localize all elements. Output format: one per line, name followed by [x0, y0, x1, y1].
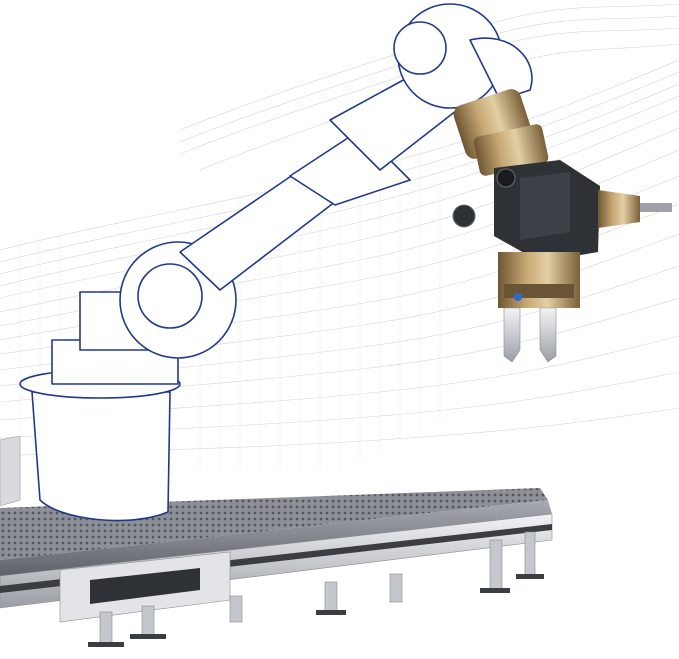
linear-rail-conveyor — [0, 435, 553, 647]
gripper-module — [452, 89, 672, 363]
robot-arm-outline — [19, 3, 533, 522]
